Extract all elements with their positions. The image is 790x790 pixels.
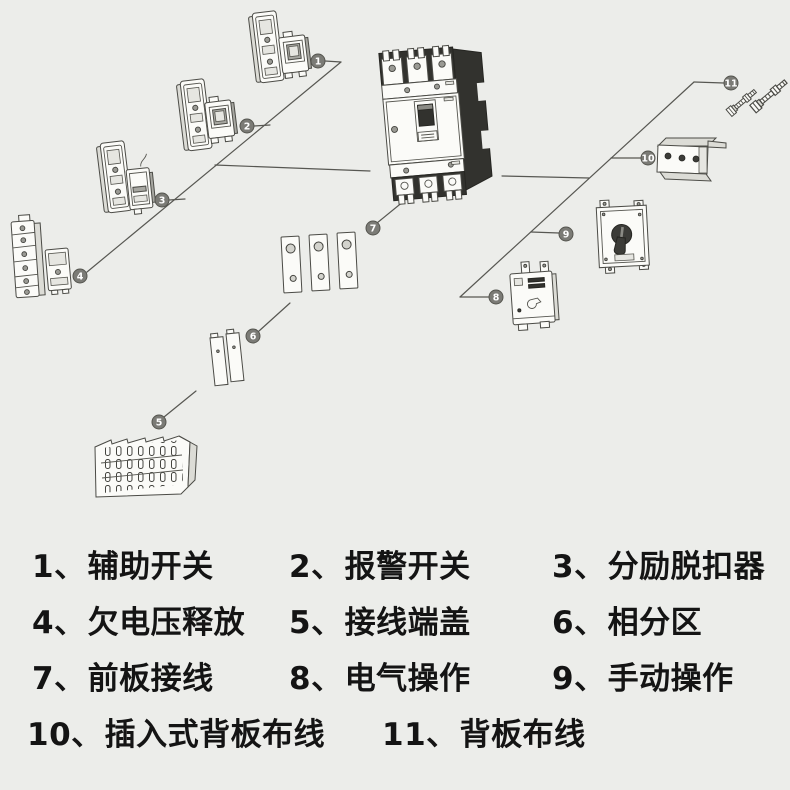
svg-text:7: 7 (370, 224, 377, 235)
svg-text:11: 11 (724, 79, 737, 90)
svg-text:1: 1 (315, 57, 322, 68)
part-plug-in-backplane-wiring (656, 137, 727, 182)
legend-item-2: 2、报警开关 (289, 549, 471, 585)
part-auxiliary-switch (247, 10, 313, 84)
badge-5: 5 (151, 414, 167, 430)
svg-text:2: 2 (244, 122, 251, 133)
legend-item-1: 1、辅助开关 (32, 549, 214, 585)
legend-item-3: 3、分励脱扣器 (552, 549, 766, 585)
svg-text:5: 5 (156, 418, 163, 429)
svg-text:10: 10 (641, 154, 655, 165)
leader-lines (86, 60, 725, 418)
badge-8: 8 (488, 289, 504, 305)
part-manual-operation (595, 199, 650, 274)
badge-9: 9 (558, 226, 574, 242)
svg-text:8: 8 (493, 293, 500, 304)
part-shunt-release (95, 140, 157, 215)
badge-3: 3 (154, 192, 170, 208)
badge-2: 2 (239, 118, 255, 134)
badge-11: 11 (723, 75, 739, 91)
part-front-panel-wiring (280, 231, 359, 294)
legend-item-7: 7、前板接线 (32, 661, 214, 697)
badge-1: 1 (310, 53, 326, 69)
badge-7: 7 (365, 220, 381, 236)
svg-text:4: 4 (77, 272, 84, 283)
badge-10: 10 (640, 150, 656, 166)
svg-text:9: 9 (563, 230, 570, 241)
circuit-breaker (378, 44, 493, 205)
legend-item-11: 11、背板布线 (382, 717, 586, 753)
svg-text:3: 3 (159, 196, 166, 207)
badge-4: 4 (72, 268, 88, 284)
legend-item-10: 10、插入式背板布线 (27, 717, 326, 753)
part-terminal-cover (94, 435, 198, 498)
part-phase-partition (209, 328, 245, 387)
badge-6: 6 (245, 328, 261, 344)
legend-item-9: 9、手动操作 (552, 661, 734, 697)
legend-item-4: 4、欠电压释放 (32, 605, 246, 641)
part-undervoltage-release (10, 214, 72, 299)
part-alarm-switch (175, 78, 239, 152)
legend-item-8: 8、电气操作 (289, 661, 471, 697)
exploded-diagram: 1 2 3 4 5 6 7 8 9 10 11 (10, 10, 790, 498)
legend-item-6: 6、相分区 (552, 605, 703, 641)
svg-text:6: 6 (250, 332, 257, 343)
part-electrical-operation (509, 260, 560, 332)
legend-item-5: 5、接线端盖 (289, 605, 471, 641)
